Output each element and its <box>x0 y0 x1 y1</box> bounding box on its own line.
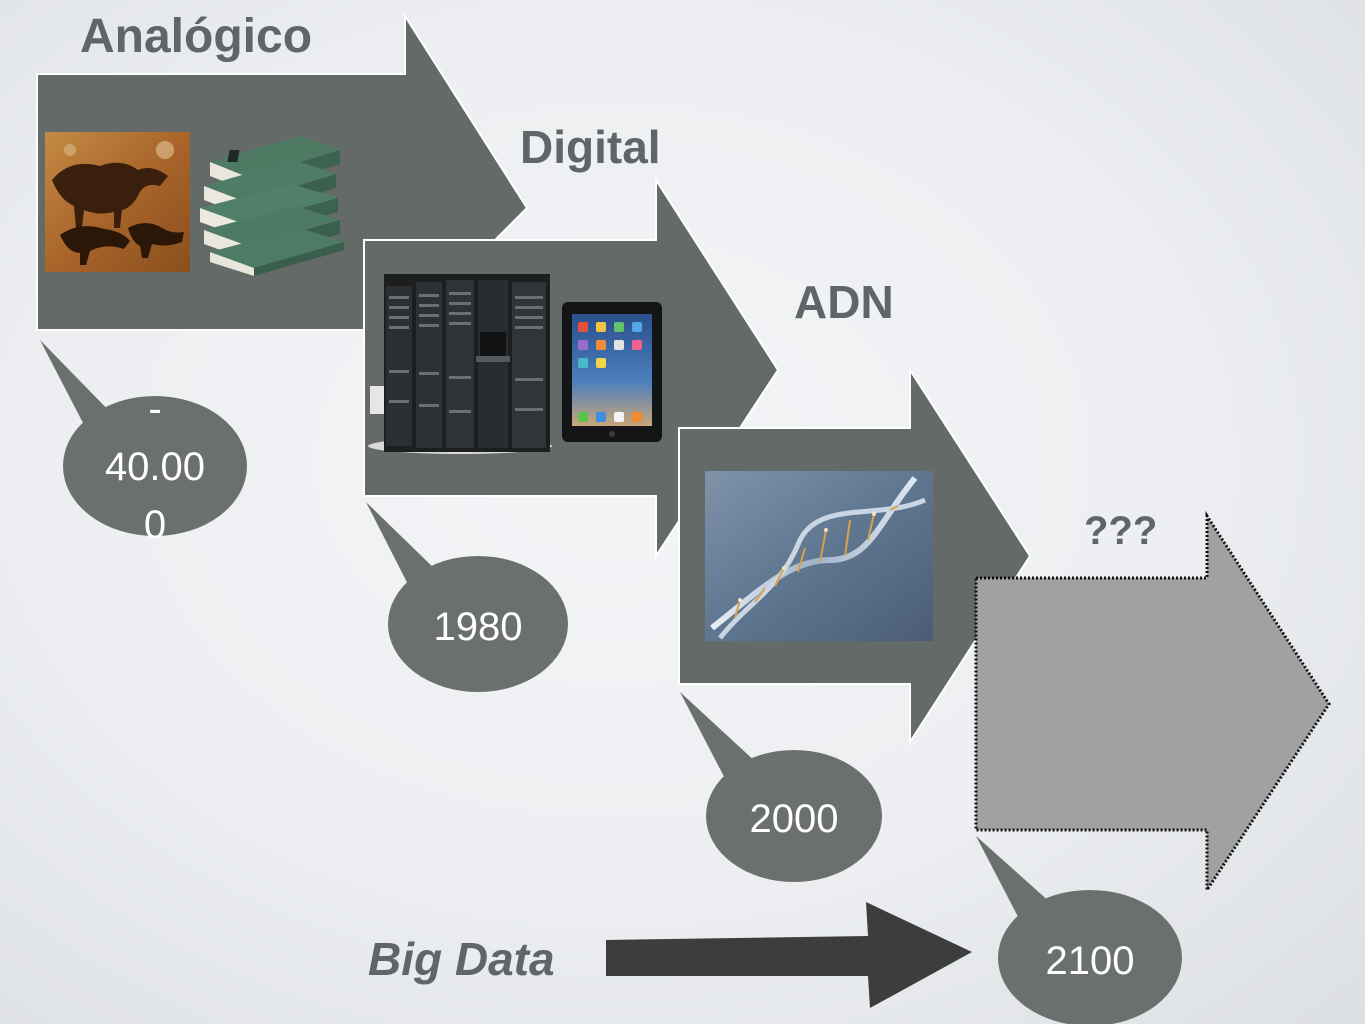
date-text-analogico-line1: - <box>148 387 161 431</box>
date-text-digital: 1980 <box>434 605 523 649</box>
date-text-analogico-line2: 40.00 <box>105 445 205 489</box>
date-bubble-future: 2100 <box>976 836 1182 1024</box>
tablet-icon <box>562 302 662 442</box>
date-text-adn: 2000 <box>750 797 839 841</box>
stage-title-adn: ADN <box>794 276 894 328</box>
date-bubble-digital: 1980 <box>366 502 568 692</box>
dna-helix-icon <box>705 471 933 641</box>
stage-title-digital: Digital <box>520 121 661 173</box>
stage-title-future: ??? <box>1084 509 1157 553</box>
date-bubble-adn: 2000 <box>680 692 882 882</box>
stage-arrow-future <box>974 510 1331 896</box>
cave-painting-icon <box>45 132 190 272</box>
stage-title-analogico: Analógico <box>80 10 312 63</box>
server-rack-icon <box>368 274 552 454</box>
big-data-arrow <box>606 902 972 1008</box>
big-data-label: Big Data <box>368 933 555 985</box>
date-text-future: 2100 <box>1046 939 1135 983</box>
date-text-analogico-line3: 0 <box>144 503 166 547</box>
book-stack-icon <box>200 136 344 276</box>
date-bubble-analogico: - 40.00 0 <box>40 340 247 547</box>
